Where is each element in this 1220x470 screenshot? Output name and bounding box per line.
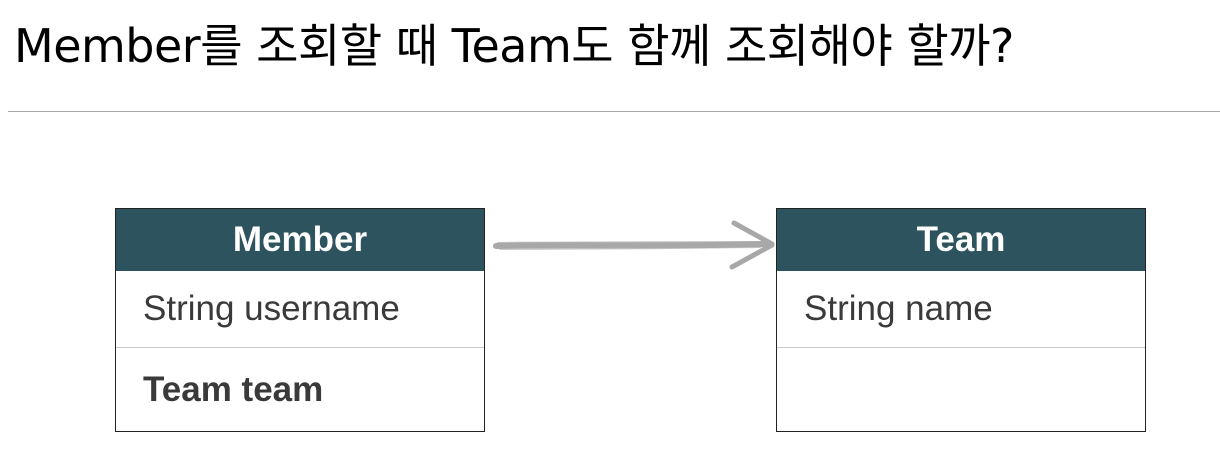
arrow-shaft — [493, 241, 771, 249]
member-entity-box: Member String username Team team — [115, 208, 485, 432]
member-field-username: String username — [116, 271, 484, 348]
team-entity-box: Team String name — [776, 208, 1146, 432]
team-field-empty — [777, 348, 1145, 431]
team-entity-header: Team — [777, 209, 1145, 271]
arrow-shaft-texture — [497, 241, 763, 244]
member-entity-header: Member — [116, 209, 484, 271]
slide-title: Member를 조회할 때 Team도 함께 조회해야 할까? — [14, 19, 1014, 73]
team-field-name: String name — [777, 271, 1145, 348]
arrow-shaft-texture-2 — [499, 246, 761, 250]
member-field-team: Team team — [143, 369, 324, 409]
arrow-head-lower-texture — [737, 246, 767, 264]
title-divider — [8, 111, 1220, 112]
arrow-head-upper-texture — [739, 225, 767, 243]
association-arrow — [493, 220, 775, 270]
